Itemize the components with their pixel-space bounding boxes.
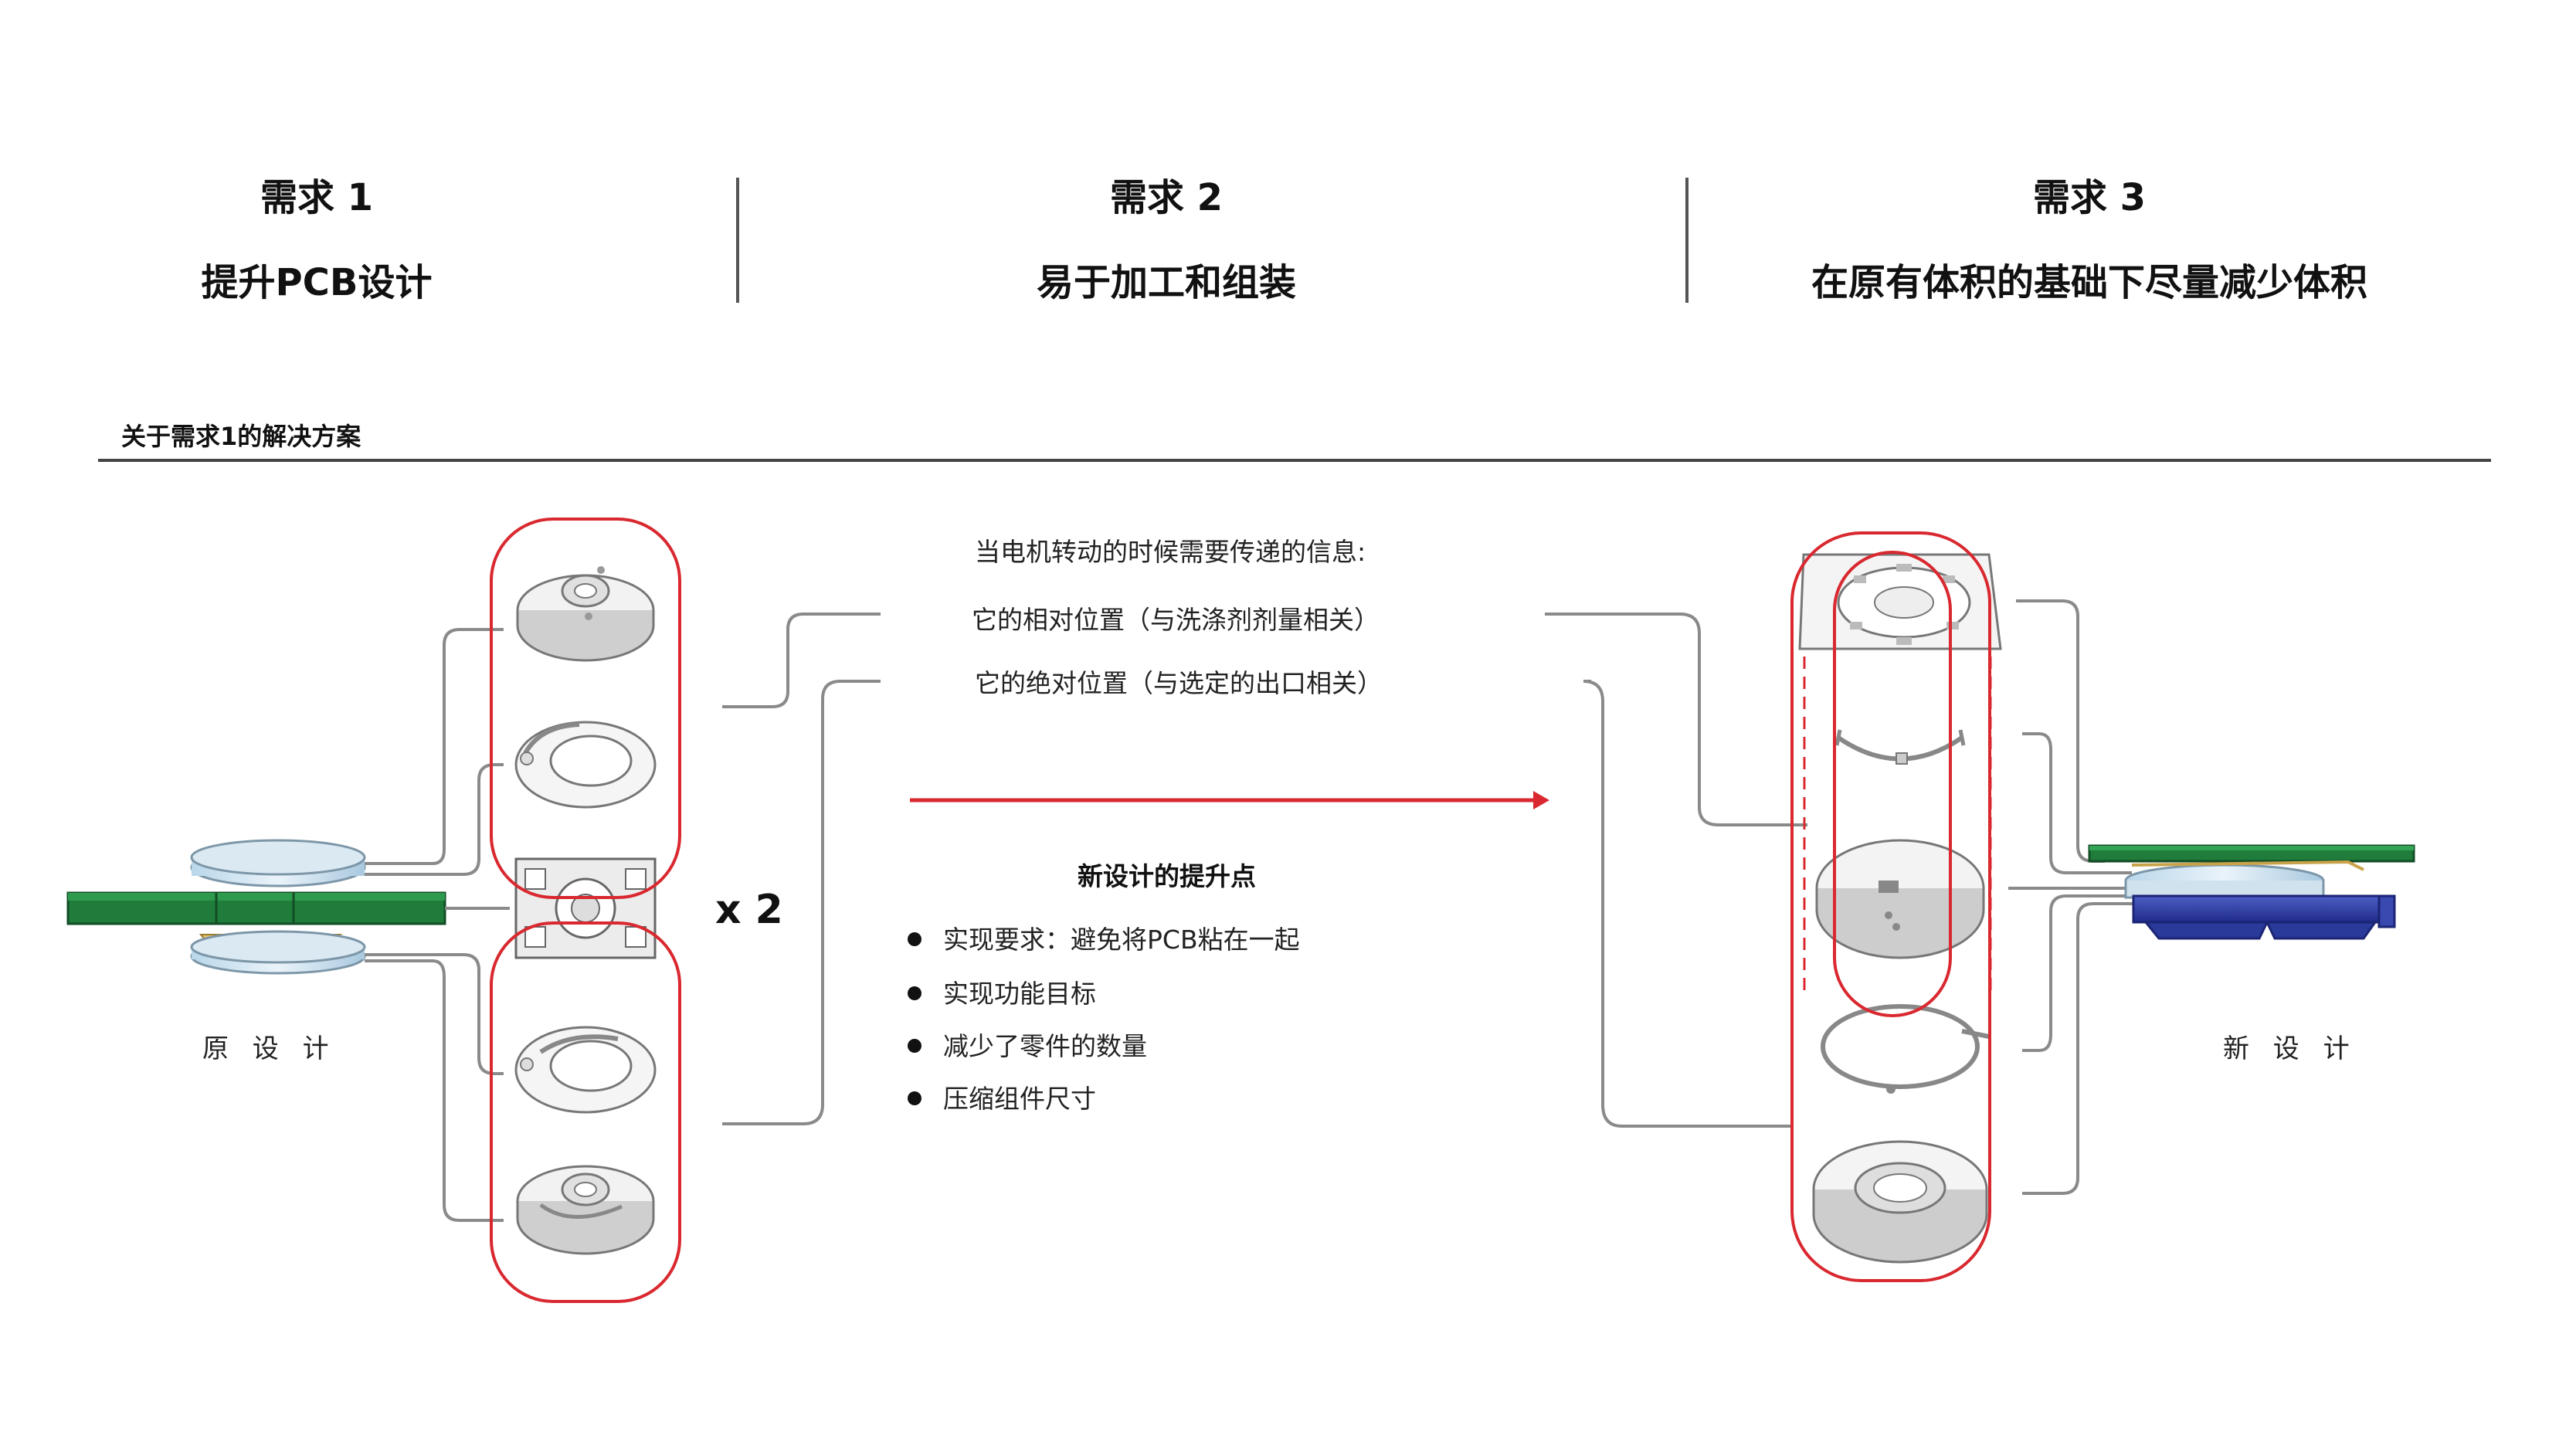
new-part-contact-arc (1834, 729, 1966, 765)
new-part-contact-ring (1821, 1004, 1990, 1094)
connector-lines-left (365, 613, 881, 1222)
requirement-2-subtitle: 易于加工和组装 (1036, 261, 1296, 304)
improvement-item: 实现要求：避免将PCB粘在一起 (908, 919, 1300, 956)
info-absolute-position: 它的绝对位置（与选定的出口相关） (975, 668, 1383, 698)
original-assembly (66, 839, 446, 975)
highlight-outline-bottom (490, 921, 681, 1303)
new-part-rotor-disc (1815, 839, 1985, 959)
requirement-3-title: 需求 3 (2032, 176, 2147, 219)
info-heading: 当电机转动的时候需要传递的信息: (975, 537, 1366, 567)
bullet-dot (908, 932, 921, 946)
original-part-center-connector (514, 857, 657, 959)
original-part-contact-ring-2 (514, 1026, 657, 1114)
connector-lines-right (1545, 599, 2140, 1195)
highlight-outline-new-inner (1833, 551, 1952, 1017)
original-part-top-disc (516, 566, 655, 662)
section-title: 关于需求1的解决方案 (121, 422, 361, 451)
multiplier-label: x 2 (715, 887, 783, 933)
original-part-bottom-disc (516, 1165, 655, 1255)
improvement-item: 减少了零件的数量 (908, 1026, 1147, 1063)
new-part-pcb-plate (1798, 553, 2002, 650)
requirement-1-subtitle: 提升PCB设计 (201, 261, 433, 304)
new-assembly (2088, 844, 2415, 940)
caption-new-design: 新 设 计 (2223, 1033, 2357, 1064)
caption-original-design: 原 设 计 (202, 1033, 337, 1064)
transition-arrow (910, 791, 1549, 809)
new-part-base (1812, 1140, 1988, 1264)
info-relative-position: 它的相对位置（与洗涤剂剂量相关） (972, 605, 1380, 635)
improvement-item: 实现功能目标 (908, 973, 1096, 1010)
bullet-dot (908, 1038, 921, 1053)
requirement-2-title: 需求 2 (1109, 176, 1224, 219)
improvements-title: 新设计的提升点 (1078, 861, 1256, 891)
requirement-3-subtitle: 在原有体积的基础下尽量减少体积 (1811, 261, 2367, 304)
bullet-dot (908, 986, 921, 1000)
highlight-outline-top (490, 518, 681, 899)
improvement-item: 压缩组件尺寸 (908, 1078, 1096, 1115)
bullet-dot (908, 1091, 921, 1105)
requirement-1-title: 需求 1 (260, 176, 374, 219)
original-part-contact-ring-1 (514, 721, 657, 809)
